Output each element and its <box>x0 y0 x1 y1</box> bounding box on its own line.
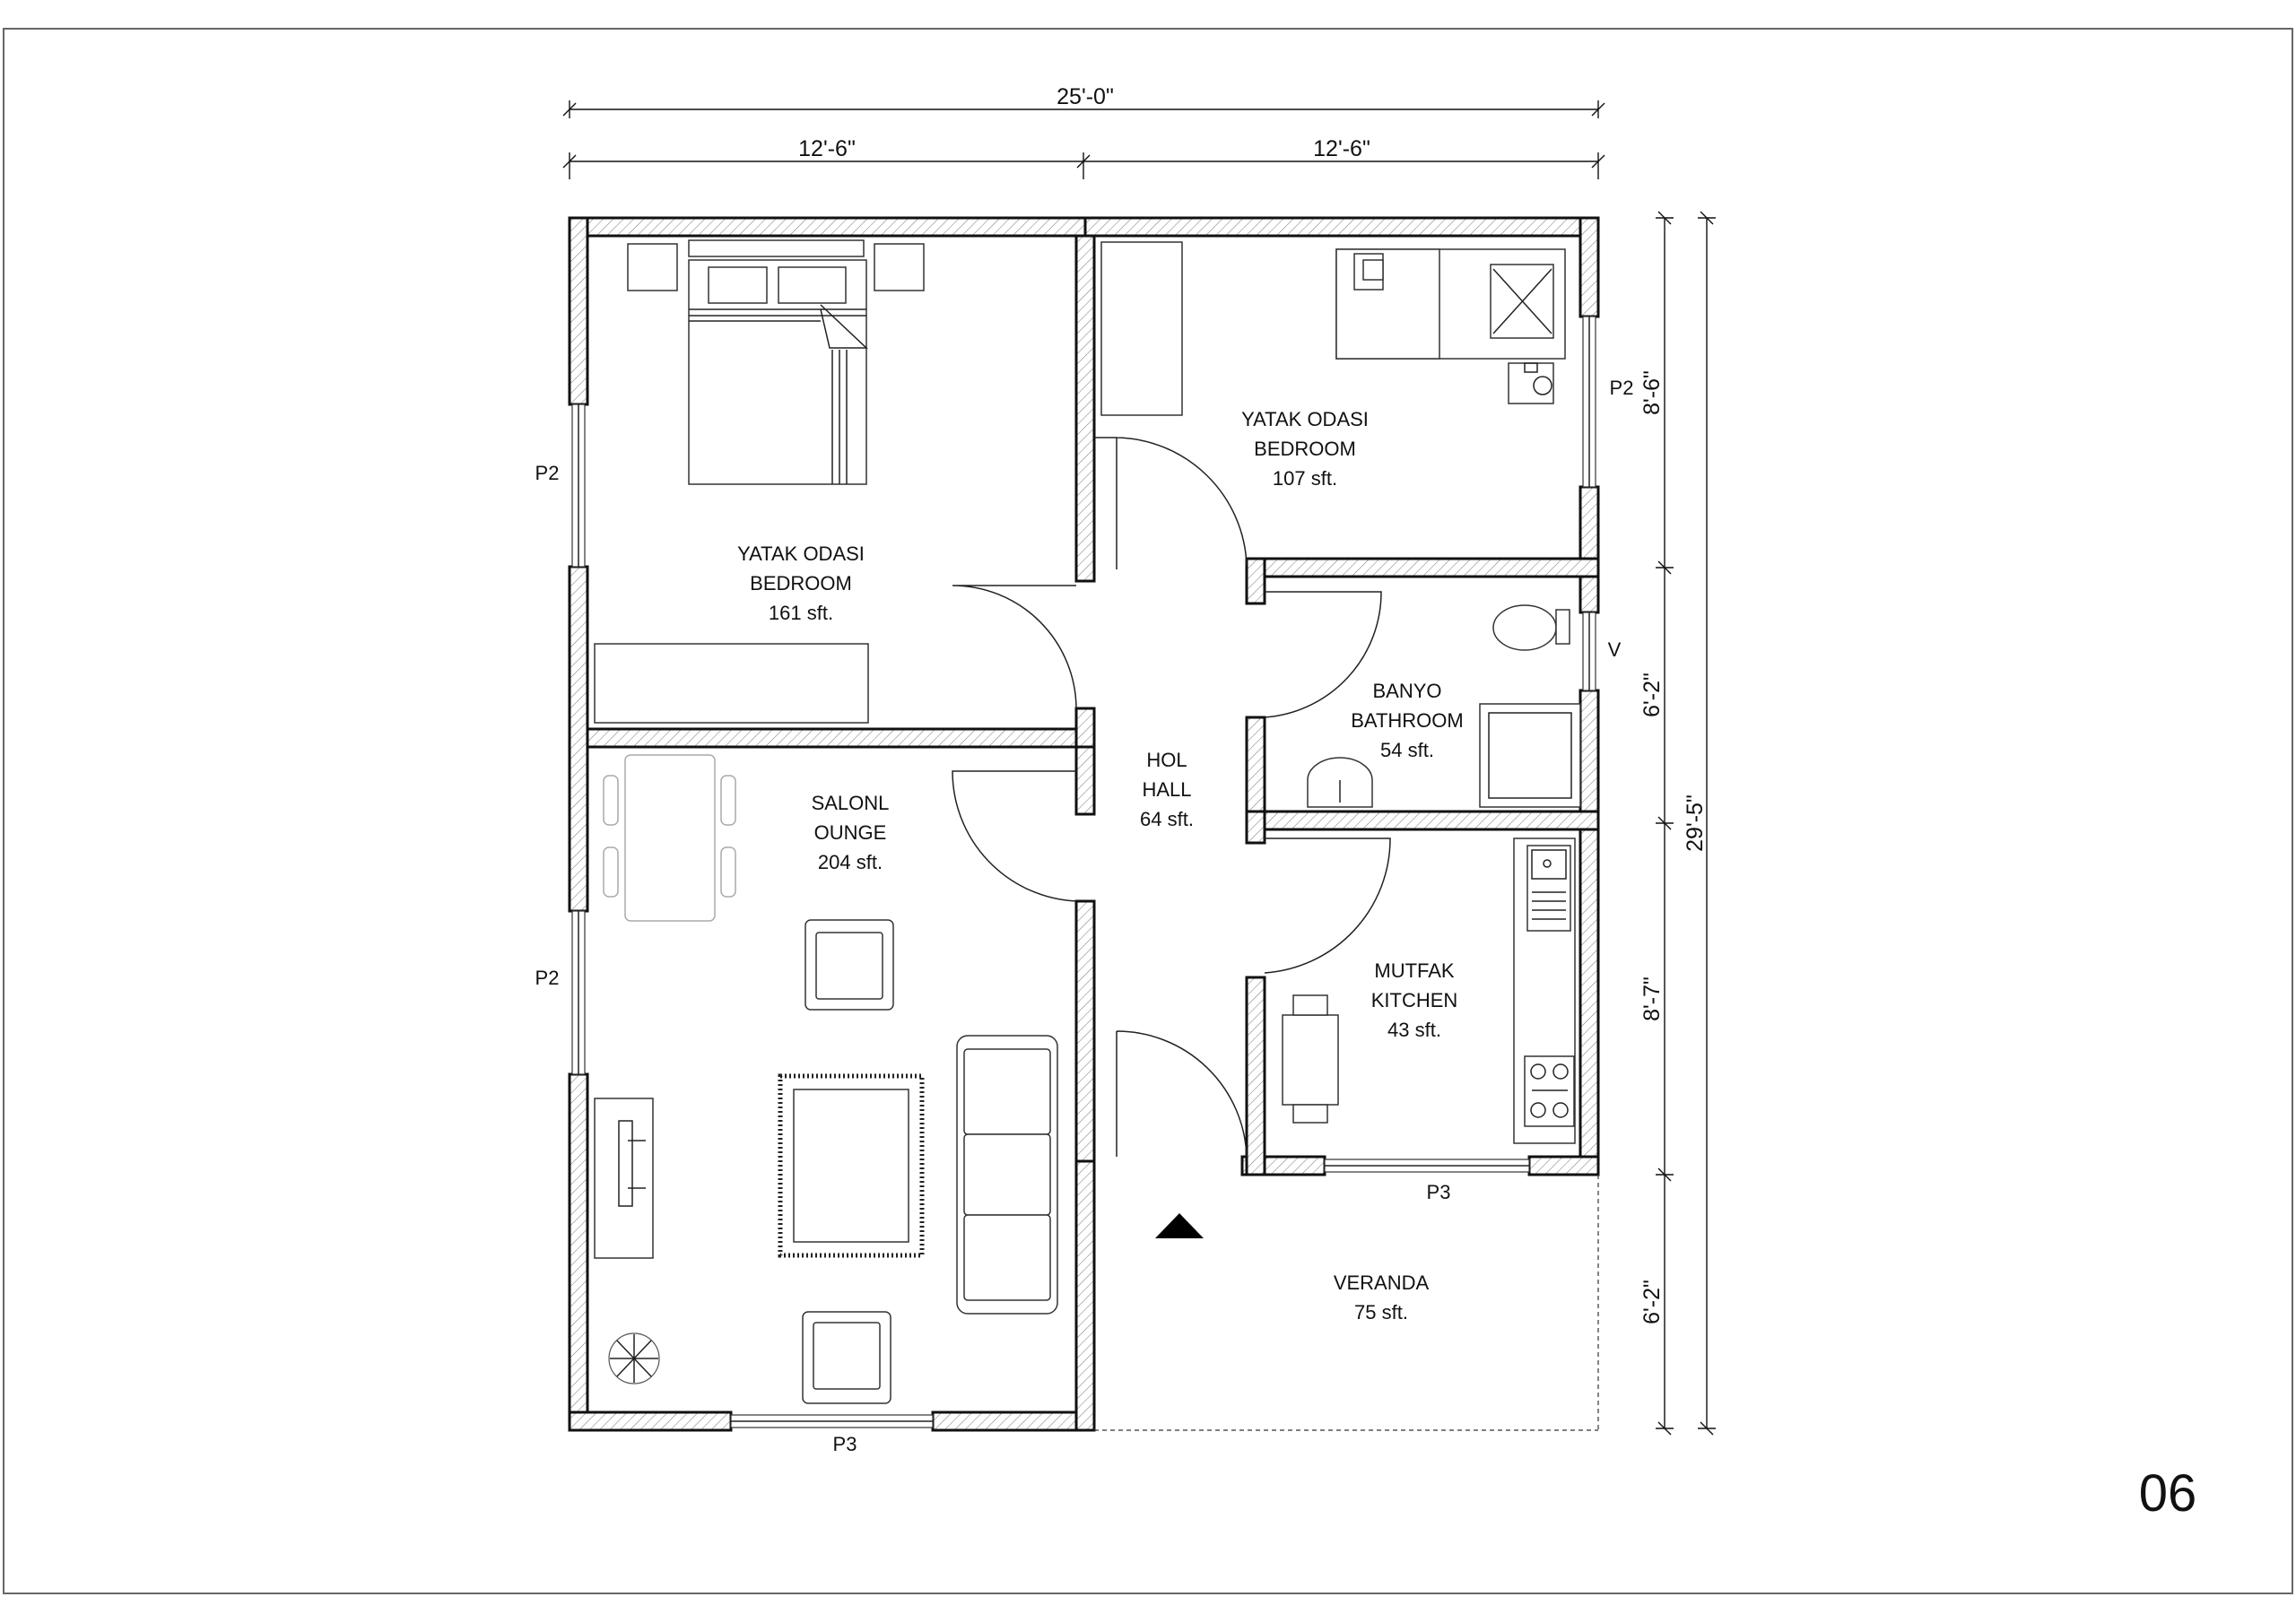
sheet-number: 06 <box>2139 1464 2197 1523</box>
bedroom1-name-en: BEDROOM <box>750 572 852 595</box>
window-tag-lounge-south: P3 <box>833 1433 857 1455</box>
hall-area: 64 sft. <box>1140 808 1194 830</box>
dim-top-right: 12'-6" <box>1313 136 1370 161</box>
bedroom2-name-tr: YATAK ODASI <box>1241 408 1369 430</box>
bedroom1-name-tr: YATAK ODASI <box>737 542 865 565</box>
wardrobe-icon <box>1100 241 1183 416</box>
window-tag-kitchen: P3 <box>1427 1181 1451 1203</box>
dim-top-left: 12'-6" <box>798 136 856 161</box>
shower-icon <box>1479 703 1581 808</box>
lounge-furniture <box>594 754 1058 1404</box>
bathroom-name-en: BATHROOM <box>1351 709 1463 732</box>
desk-icon <box>1335 248 1440 360</box>
window-tag-lounge: P2 <box>535 967 560 989</box>
veranda-outline <box>1094 1175 1599 1431</box>
lounge-name-line1: SALONL <box>812 792 890 814</box>
dim-top-total: 25'-0" <box>1057 84 1114 109</box>
kitchen-name-tr: MUTFAK <box>1374 959 1455 982</box>
dim-right-3: 8'-7" <box>1639 976 1665 1021</box>
kitchen-table-icon <box>1282 1014 1339 1106</box>
veranda-area: 75 sft. <box>1354 1301 1408 1324</box>
dim-right-1: 8'-6" <box>1639 370 1665 415</box>
lounge-name-line2: OUNGE <box>814 821 887 844</box>
dimension-lines <box>562 100 1716 1436</box>
window-tag-bathroom: V <box>1608 638 1622 661</box>
bathroom-area: 54 sft. <box>1380 739 1434 761</box>
kitchen-furniture <box>1282 838 1576 1144</box>
bedroom1-area: 161 sft. <box>769 602 833 624</box>
tv-unit-icon <box>594 1098 654 1259</box>
hall-name-tr: HOL <box>1146 749 1187 771</box>
kitchen-name-en: KITCHEN <box>1371 989 1458 1011</box>
veranda-name: VERANDA <box>1334 1271 1430 1294</box>
hall-name-en: HALL <box>1142 778 1191 801</box>
dining-table-icon <box>624 754 716 922</box>
bedroom2-name-en: BEDROOM <box>1254 438 1356 460</box>
bathroom-name-tr: BANYO <box>1372 680 1441 702</box>
bathroom-furniture <box>1307 604 1581 808</box>
window-tag-bedroom2: P2 <box>1610 377 1634 399</box>
dim-right-4: 6'-2" <box>1639 1280 1665 1324</box>
sink-icon <box>1508 362 1554 404</box>
lounge-area: 204 sft. <box>818 851 883 873</box>
bedroom1-furniture <box>594 239 925 724</box>
bedroom2-furniture <box>1100 241 1566 416</box>
room-labels: YATAK ODASI BEDROOM 161 sft. YATAK ODASI… <box>737 408 1464 1324</box>
doors <box>952 437 1391 1238</box>
windows <box>571 316 1596 1428</box>
kitchen-sink-icon <box>1526 845 1571 932</box>
kitchen-area: 43 sft. <box>1387 1019 1441 1041</box>
wardrobe-icon <box>594 643 869 724</box>
dim-right-total: 29'-5" <box>1683 794 1708 852</box>
entrance-arrow-icon <box>1155 1213 1204 1238</box>
sheet-border <box>3 28 2293 1594</box>
toilet-icon <box>1492 604 1557 651</box>
bedroom2-area: 107 sft. <box>1273 467 1337 490</box>
walls <box>568 216 1600 1432</box>
window-tag-bedroom1: P2 <box>535 462 560 484</box>
dim-right-2: 6'-2" <box>1639 673 1665 717</box>
